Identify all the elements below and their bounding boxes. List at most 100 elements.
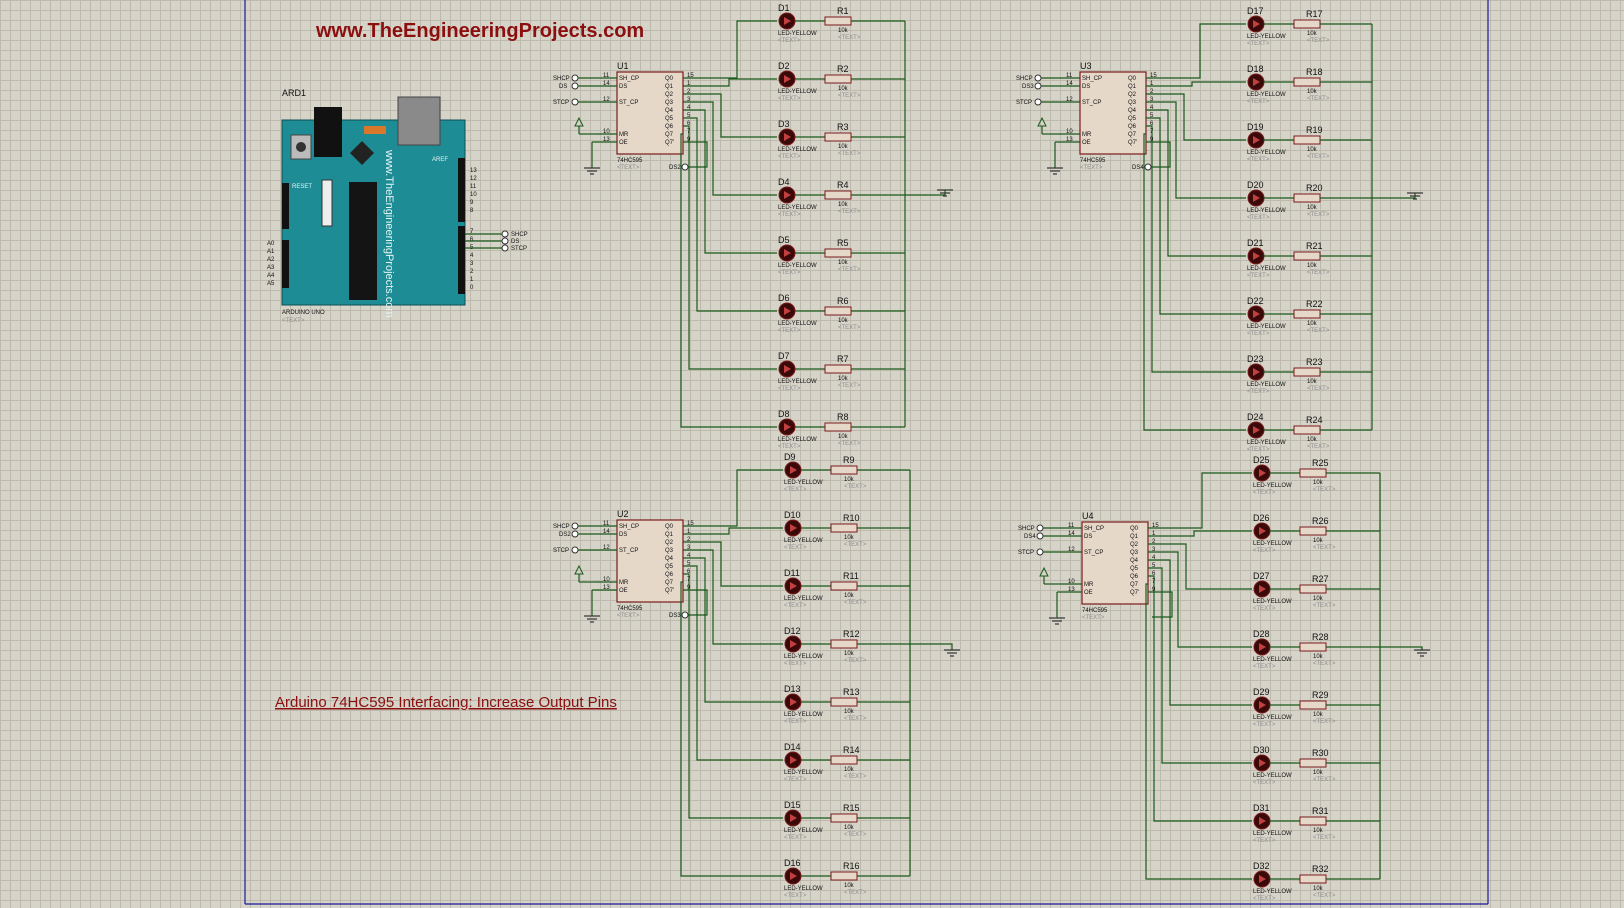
- net-terminal-ds[interactable]: [571, 82, 579, 90]
- resistor-r23[interactable]: [1293, 367, 1321, 377]
- net-terminal-ds3[interactable]: [681, 611, 689, 619]
- resistor-r24[interactable]: [1293, 425, 1321, 435]
- chip-pin-sh_cp: SH_CP: [1084, 526, 1104, 532]
- net-terminal-stcp[interactable]: [571, 546, 579, 554]
- chip-ref: U4: [1082, 511, 1094, 521]
- resistor-r14[interactable]: [830, 755, 858, 765]
- arduino-regulator: [350, 141, 374, 165]
- resistor-r12[interactable]: [830, 639, 858, 649]
- chip-ref: U1: [617, 61, 629, 71]
- shift-register-u2[interactable]: U274HC595<TEXT>SH_CP11DS14ST_CP12MR10OE1…: [553, 469, 783, 877]
- resistor-r16[interactable]: [830, 871, 858, 881]
- resistor-r31[interactable]: [1299, 816, 1327, 826]
- shift-register-u1[interactable]: U174HC595<TEXT>SH_CP11DS14ST_CP12MR10OE1…: [553, 20, 777, 428]
- net-terminal-ds[interactable]: [1036, 532, 1044, 540]
- resistor-r10[interactable]: [830, 523, 858, 533]
- resistor-r27[interactable]: [1299, 584, 1327, 594]
- resistor-r18[interactable]: [1293, 77, 1321, 87]
- chip-pin-num: 9: [1150, 137, 1154, 143]
- net-terminal-stcp[interactable]: [1034, 98, 1042, 106]
- net-terminal-ds2[interactable]: [681, 163, 689, 171]
- net-terminal-shcp[interactable]: [1036, 524, 1044, 532]
- resistor-r3[interactable]: [824, 132, 852, 142]
- resistor-r8[interactable]: [824, 422, 852, 432]
- resistor-ref: R17: [1306, 9, 1323, 19]
- net-terminal-stcp[interactable]: [1036, 548, 1044, 556]
- resistor-r29[interactable]: [1299, 700, 1327, 710]
- shift-register-u4[interactable]: U474HC595<TEXT>SH_CP11DS14ST_CP12MR10OE1…: [1018, 472, 1252, 880]
- resistor-r7[interactable]: [824, 364, 852, 374]
- arduino-uno[interactable]: ARD1 www.TheEngineeringProjects.com AREF…: [267, 88, 528, 324]
- net-terminal-stcp[interactable]: [501, 244, 509, 252]
- arduino-pin-0: 0: [470, 285, 474, 291]
- led-type: LED-YELLOW: [784, 886, 823, 892]
- resistor-r26[interactable]: [1299, 526, 1327, 536]
- diagram-caption[interactable]: Arduino 74HC595 Interfacing: Increase Ou…: [275, 694, 617, 711]
- resistor-r25[interactable]: [1299, 468, 1327, 478]
- resistor-r22[interactable]: [1293, 309, 1321, 319]
- led-text: <TEXT>: [1253, 780, 1276, 786]
- net-terminal-ds[interactable]: [571, 530, 579, 538]
- net-terminal-shcp[interactable]: [571, 522, 579, 530]
- resistor-r21[interactable]: [1293, 251, 1321, 261]
- net-terminal-ds[interactable]: [1034, 82, 1042, 90]
- net-terminal-shcp[interactable]: [1034, 74, 1042, 82]
- resistor-r9[interactable]: [830, 465, 858, 475]
- net-terminal-stcp[interactable]: [571, 98, 579, 106]
- resistor-r5[interactable]: [824, 248, 852, 258]
- resistor-r4[interactable]: [824, 190, 852, 200]
- net-terminal-ds[interactable]: [501, 237, 509, 245]
- resistor-r20[interactable]: [1293, 193, 1321, 203]
- chip-pin-oe: OE: [619, 140, 628, 146]
- shift-register-u3[interactable]: U374HC595<TEXT>SH_CP11DS14ST_CP12MR10OE1…: [1016, 23, 1246, 431]
- net-terminal-ds4[interactable]: [1144, 163, 1152, 171]
- net-terminal-shcp[interactable]: [501, 230, 509, 238]
- resistor-r17[interactable]: [1293, 19, 1321, 29]
- resistor-r19[interactable]: [1293, 135, 1321, 145]
- resistor-r1[interactable]: [824, 16, 852, 26]
- net-terminal-shcp[interactable]: [571, 74, 579, 82]
- resistor-r6[interactable]: [824, 306, 852, 316]
- resistor-r11[interactable]: [830, 581, 858, 591]
- resistor-r28[interactable]: [1299, 642, 1327, 652]
- led-ref: D32: [1253, 861, 1270, 871]
- resistor-r32[interactable]: [1299, 874, 1327, 884]
- resistor-r30[interactable]: [1299, 758, 1327, 768]
- resistor-r13[interactable]: [830, 697, 858, 707]
- resistor-r2[interactable]: [824, 74, 852, 84]
- resistor-r15[interactable]: [830, 813, 858, 823]
